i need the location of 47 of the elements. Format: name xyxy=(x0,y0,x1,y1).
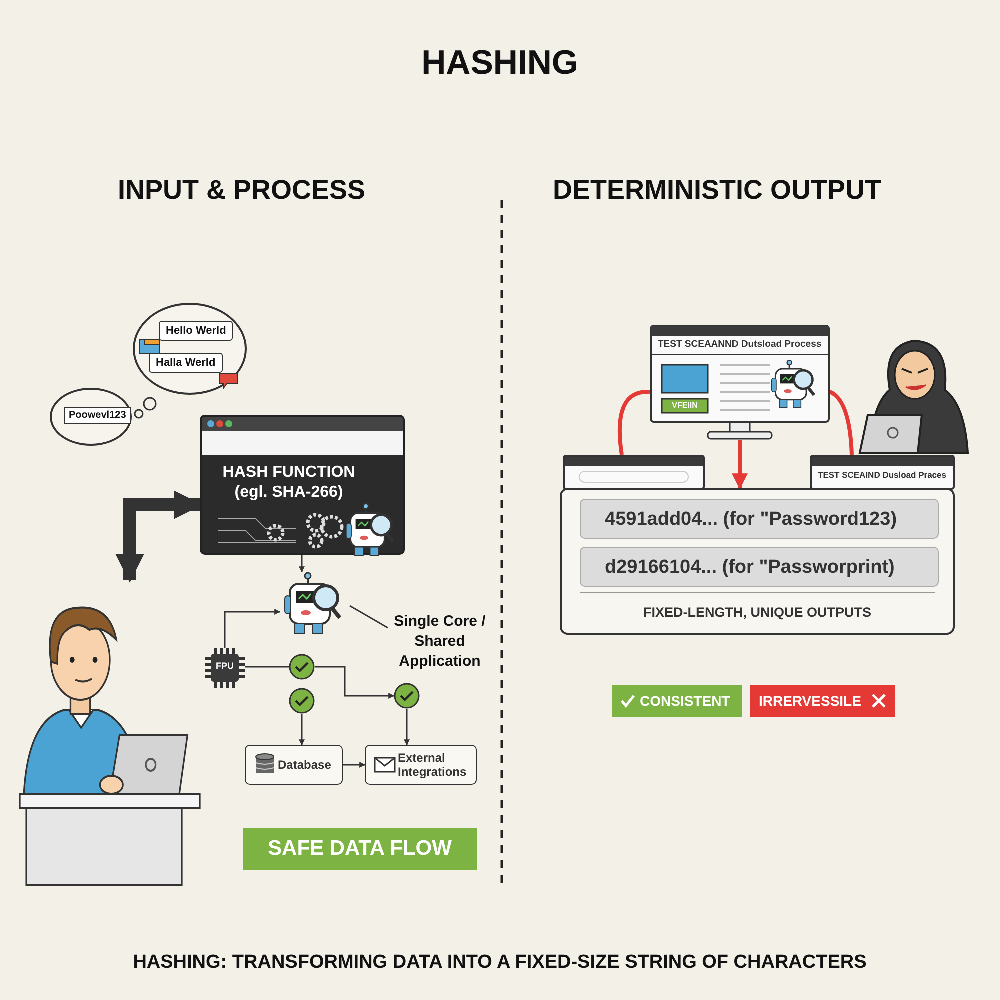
banner-text: SAFE DATA FLOW xyxy=(267,837,453,861)
caption: HASHING: TRANSFORMING DATA INTO A FIXED-SIZE STRING OF CHARACTERS xyxy=(132,952,868,974)
box-label: External Integrations xyxy=(398,751,468,779)
arrow xyxy=(299,714,305,746)
arrow xyxy=(732,440,748,490)
button-label: VFEIIN xyxy=(671,401,699,410)
app-window xyxy=(810,455,955,490)
leader-line xyxy=(350,605,388,629)
app-window xyxy=(200,415,405,555)
section-heading: DETERMINISTIC OUTPUT xyxy=(553,175,882,206)
status-badge xyxy=(750,685,895,717)
badge-label: IRRERVESSILE xyxy=(759,693,862,709)
hash-row xyxy=(580,499,939,539)
heading: HASH FUNCTION (egl. SHA-266) xyxy=(222,463,356,503)
app-window xyxy=(563,455,705,490)
arrow xyxy=(299,555,305,573)
check-icon xyxy=(394,683,420,709)
arrow xyxy=(343,762,366,768)
arrow xyxy=(315,666,395,699)
process-box xyxy=(245,745,343,785)
window-title: TEST SCEAANND Dutsload Process xyxy=(658,339,822,350)
hash-value: 4591add04... (for "Password123) xyxy=(605,509,898,531)
window-title: TEST SCEAIND Dusload Praces xyxy=(818,470,946,480)
check-icon xyxy=(289,654,315,680)
arrow xyxy=(224,609,281,648)
section-heading: INPUT & PROCESS xyxy=(118,175,366,206)
message-bubble: Poowevl123 xyxy=(64,407,132,424)
hash-row xyxy=(580,547,939,587)
title: HASHING xyxy=(420,44,580,83)
message-bubble: Hello Werld xyxy=(159,321,234,341)
arrow xyxy=(404,709,410,746)
panel-caption: FIXED-LENGTH, UNIQUE OUTPUTS xyxy=(642,605,872,620)
output-panel xyxy=(560,488,955,635)
badge-label: CONSISTENT xyxy=(640,693,730,709)
chip-icon xyxy=(205,648,245,688)
connector-line xyxy=(618,390,650,456)
message-bubble: Halla Werld xyxy=(149,353,223,373)
chip-label: FPU xyxy=(215,661,235,671)
hash-value: d29166104... (for "Passworprint) xyxy=(605,557,895,579)
banner xyxy=(243,828,477,870)
process-box xyxy=(365,745,477,785)
connector-line xyxy=(245,666,289,668)
status-badge xyxy=(612,685,742,717)
annotation: Single Core / Shared Application xyxy=(393,612,487,672)
check-icon xyxy=(289,688,315,714)
connector-line xyxy=(829,390,854,456)
box-label: Database xyxy=(278,758,332,772)
